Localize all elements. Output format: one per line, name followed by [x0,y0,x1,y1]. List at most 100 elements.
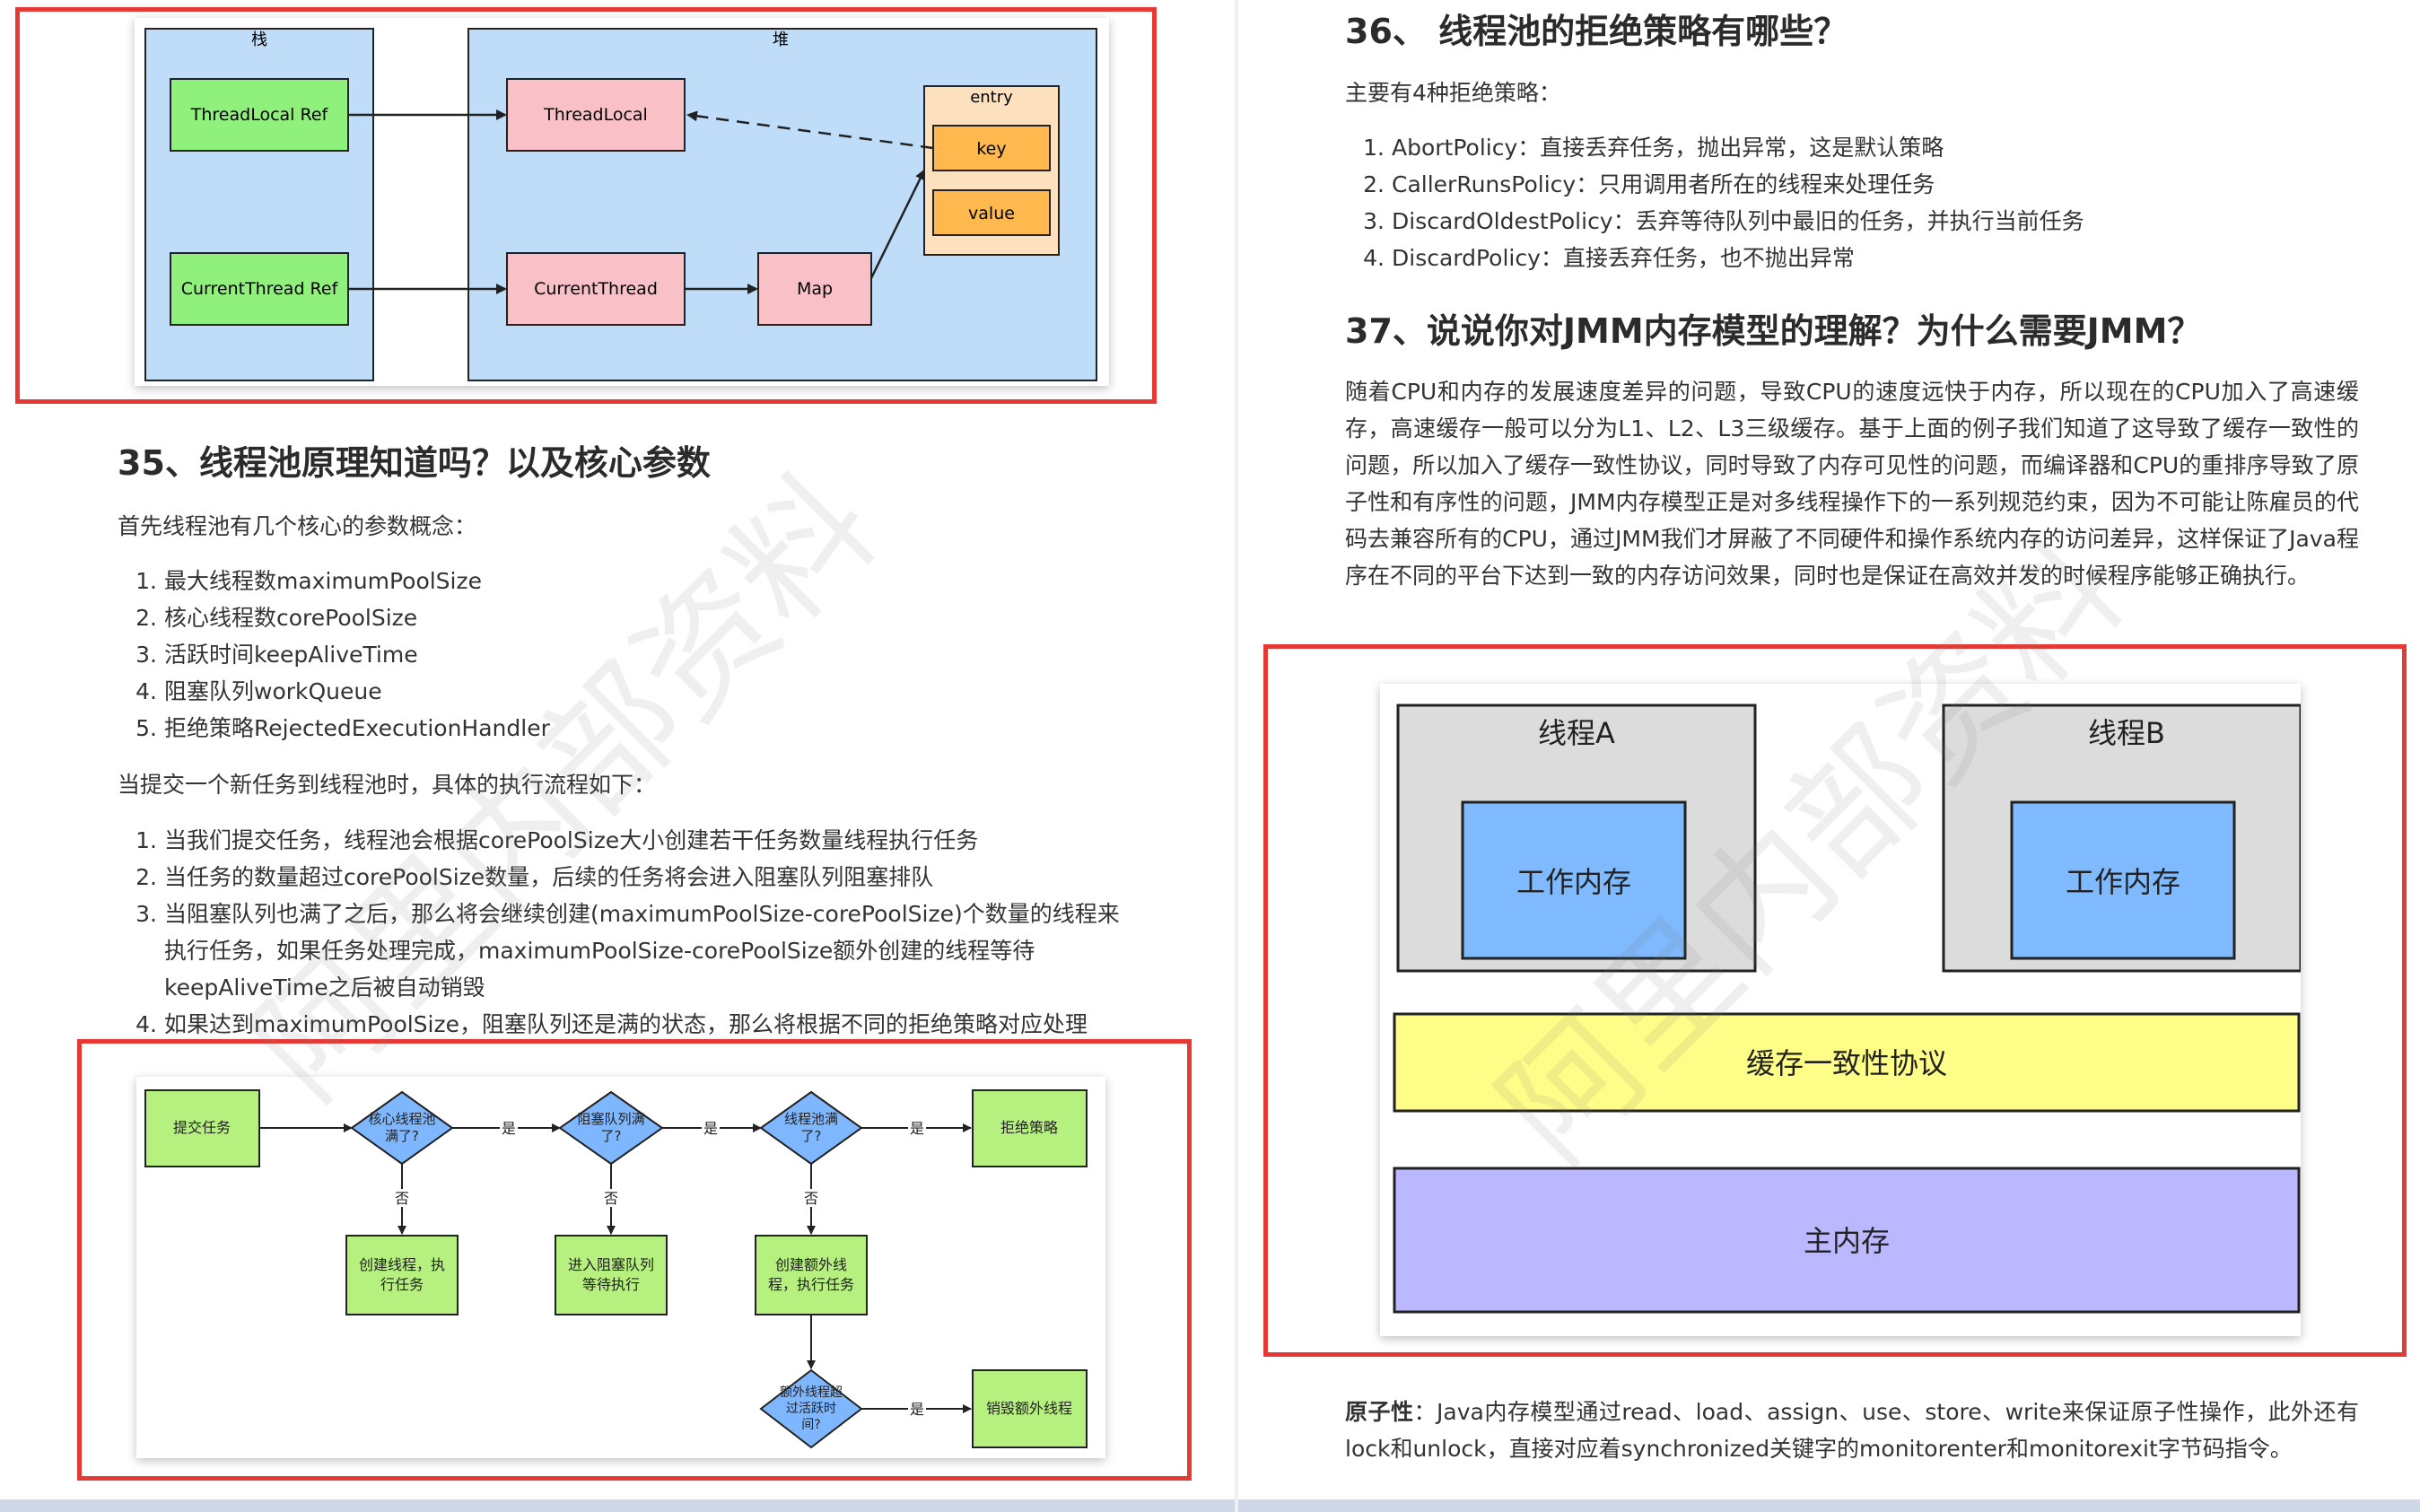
atomicity-text: ：Java内存模型通过read、load、assign、use、store、wr… [1345,1399,2359,1462]
list-item: 2.当任务的数量超过corePoolSize数量，后续的任务将会进入阻塞队列阻塞… [135,864,934,890]
section-35-title: 35、线程池原理知道吗？以及核心参数 [118,443,711,483]
create-extra-thread-label: 创建额外线 [775,1256,847,1273]
section-36-intro: 主要有4种拒绝策略： [1345,80,1561,106]
create-core-thread-label: 创建线程，执 [359,1256,445,1273]
core-full-diamond [350,1090,454,1166]
list-item: 3.DiscardOldestPolicy：丢弃等待队列中最旧的任务，并执行当前… [1363,208,2084,234]
submit-task-box [144,1089,260,1167]
flowchart-svg: 是 是 是 是 否 否 否 提交任务 核心线程池 满了? [144,1089,1088,1449]
yes-label: 是 [910,1401,924,1418]
core-full-label: 满了? [385,1128,419,1144]
list-item: 2.核心线程数corePoolSize [135,605,418,631]
destroy-extra-thread-label: 销毁额外线程 [986,1400,1072,1417]
no-label: 否 [604,1190,618,1207]
section-37-title: 37、说说你对JMM内存模型的理解？为什么需要JMM？ [1345,311,2202,351]
thread-a-working-memory-box [1461,800,1687,960]
jmm-diagram: 线程A 工作内存 线程B 工作内存 缓存一致性协议 主内存 [1380,684,2302,1336]
yes-label: 是 [502,1120,516,1137]
right-page-footer [1238,1499,2420,1512]
thread-a-working-memory-label: 工作内存 [1516,865,1631,899]
left-page: 栈 堆 ThreadLocal Ref CurrentThread Ref Th… [0,7,1235,1512]
extra-timeout-label: 间? [801,1418,820,1432]
flow-intro: 当提交一个新任务到线程池时，具体的执行流程如下： [118,772,657,798]
highlight-frame-flowchart [77,1039,1192,1481]
value-box [932,189,1051,236]
map-box [757,252,872,326]
enqueue-label: 等待执行 [582,1276,640,1293]
threadlocal-ref-label: ThreadLocal Ref [190,105,329,125]
list-item: 4.如果达到maximumPoolSize，阻塞队列还是满的状态，那么将根据不同… [135,1011,1088,1037]
thread-a-label: 线程A [1538,716,1615,750]
main-memory-box [1393,1167,2301,1314]
entry-label: entry [970,88,1013,107]
list-item: 4.阻塞队列workQueue [135,678,382,704]
list-item: 3.活跃时间keepAliveTime [135,642,418,668]
list-item: 2.CallerRunsPolicy：只用调用者所在的线程来处理任务 [1363,171,1935,197]
atomicity-label: 原子性 [1345,1399,1414,1425]
jmm-diagram-svg: 线程A 工作内存 线程B 工作内存 缓存一致性协议 主内存 [1393,704,2302,1314]
threadpool-flowchart: 是 是 是 是 否 否 否 提交任务 核心线程池 满了? [136,1077,1105,1458]
list-item: 4.DiscardPolicy：直接丢弃任务，也不抛出异常 [1363,245,1855,271]
heap-label: 堆 [773,31,789,49]
yes-label: 是 [703,1120,718,1137]
threadlocal-diagram: 栈 堆 ThreadLocal Ref CurrentThread Ref Th… [135,18,1109,386]
currentthread-ref-label: CurrentThread Ref [181,279,339,299]
extra-timeout-label: 过活跃时 [786,1402,836,1416]
extra-timeout-diamond [759,1368,863,1449]
reject-policies-list: 1.AbortPolicy：直接丢弃任务，抛出异常，这是默认策略 2.Calle… [1345,129,2377,276]
threadlocal-ref-box [170,78,349,152]
cache-coherence-label: 缓存一致性协议 [1746,1046,1947,1080]
queue-full-diamond [558,1090,664,1166]
submit-task-label: 提交任务 [173,1119,231,1136]
stack-label: 栈 [251,31,267,49]
list-item: 5.拒绝策略RejectedExecutionHandler [135,715,550,741]
enqueue-label: 进入阻塞队列 [568,1256,654,1273]
key-box [932,125,1051,171]
create-core-thread-box [345,1235,459,1315]
threadlocal-label: ThreadLocal [543,105,648,125]
create-extra-thread-label: 程，执行任务 [768,1276,854,1293]
execution-steps-list: 1.当我们提交任务，线程池会根据corePoolSize大小创建若干任务数量线程… [118,822,1131,1043]
pool-full-label: 线程池满 [784,1111,838,1127]
enqueue-box [555,1235,668,1315]
list-item: 3.当阻塞队列也满了之后，那么将会继续创建(maximumPoolSize-co… [135,901,1120,1001]
no-label: 否 [804,1190,818,1207]
cache-coherence-box [1393,1012,2301,1113]
list-item: 1.最大线程数maximumPoolSize [135,568,483,594]
value-label: value [968,204,1015,223]
thread-b-label: 线程B [2088,716,2165,750]
page-divider [1235,0,1238,1512]
queue-full-label: 阻塞队列满 [577,1111,644,1127]
threadlocal-diagram-svg: 栈 堆 ThreadLocal Ref CurrentThread Ref Th… [144,28,1097,381]
extra-timeout-label: 额外线程超 [780,1385,843,1400]
thread-b-working-memory-box [2010,800,2236,960]
threadlocal-box [506,78,686,152]
highlight-frame-threadlocal [15,7,1157,404]
pool-full-label: 了? [801,1128,822,1144]
no-label: 否 [395,1190,409,1207]
yes-label: 是 [910,1120,924,1137]
key-label: key [976,139,1006,159]
list-item: 1.当我们提交任务，线程池会根据corePoolSize大小创建若干任务数量线程… [135,827,979,853]
list-item: 1.AbortPolicy：直接丢弃任务，抛出异常，这是默认策略 [1363,135,1944,161]
map-label: Map [797,279,833,299]
atomicity-paragraph: 原子性：Java内存模型通过read、load、assign、use、store… [1345,1394,2359,1467]
currentthread-label: CurrentThread [534,279,658,299]
highlight-frame-jmm [1263,644,2407,1357]
destroy-extra-thread-box [972,1369,1088,1448]
reject-policy-box [972,1089,1088,1167]
create-extra-thread-box [755,1235,868,1315]
thread-b-working-memory-label: 工作内存 [2066,865,2180,899]
section-36-title: 36、 线程池的拒绝策略有哪些？ [1345,12,1848,51]
reject-policy-label: 拒绝策略 [1000,1119,1058,1136]
left-page-footer [0,1499,1235,1512]
core-params-list: 1.最大线程数maximumPoolSize 2.核心线程数corePoolSi… [118,563,1123,747]
right-page: 36、 线程池的拒绝策略有哪些？ 主要有4种拒绝策略： 1.AbortPolic… [1238,0,2420,1512]
pool-full-diamond [759,1090,863,1166]
section-37-body: 随着CPU和内存的发展速度差异的问题，导致CPU的速度远快于内存，所以现在的CP… [1345,379,2359,589]
create-core-thread-label: 行任务 [380,1276,424,1293]
arrow-map-to-entry [869,169,926,279]
core-full-label: 核心线程池 [368,1111,435,1127]
main-memory-label: 主内存 [1804,1224,1890,1258]
queue-full-label: 了? [601,1128,622,1144]
